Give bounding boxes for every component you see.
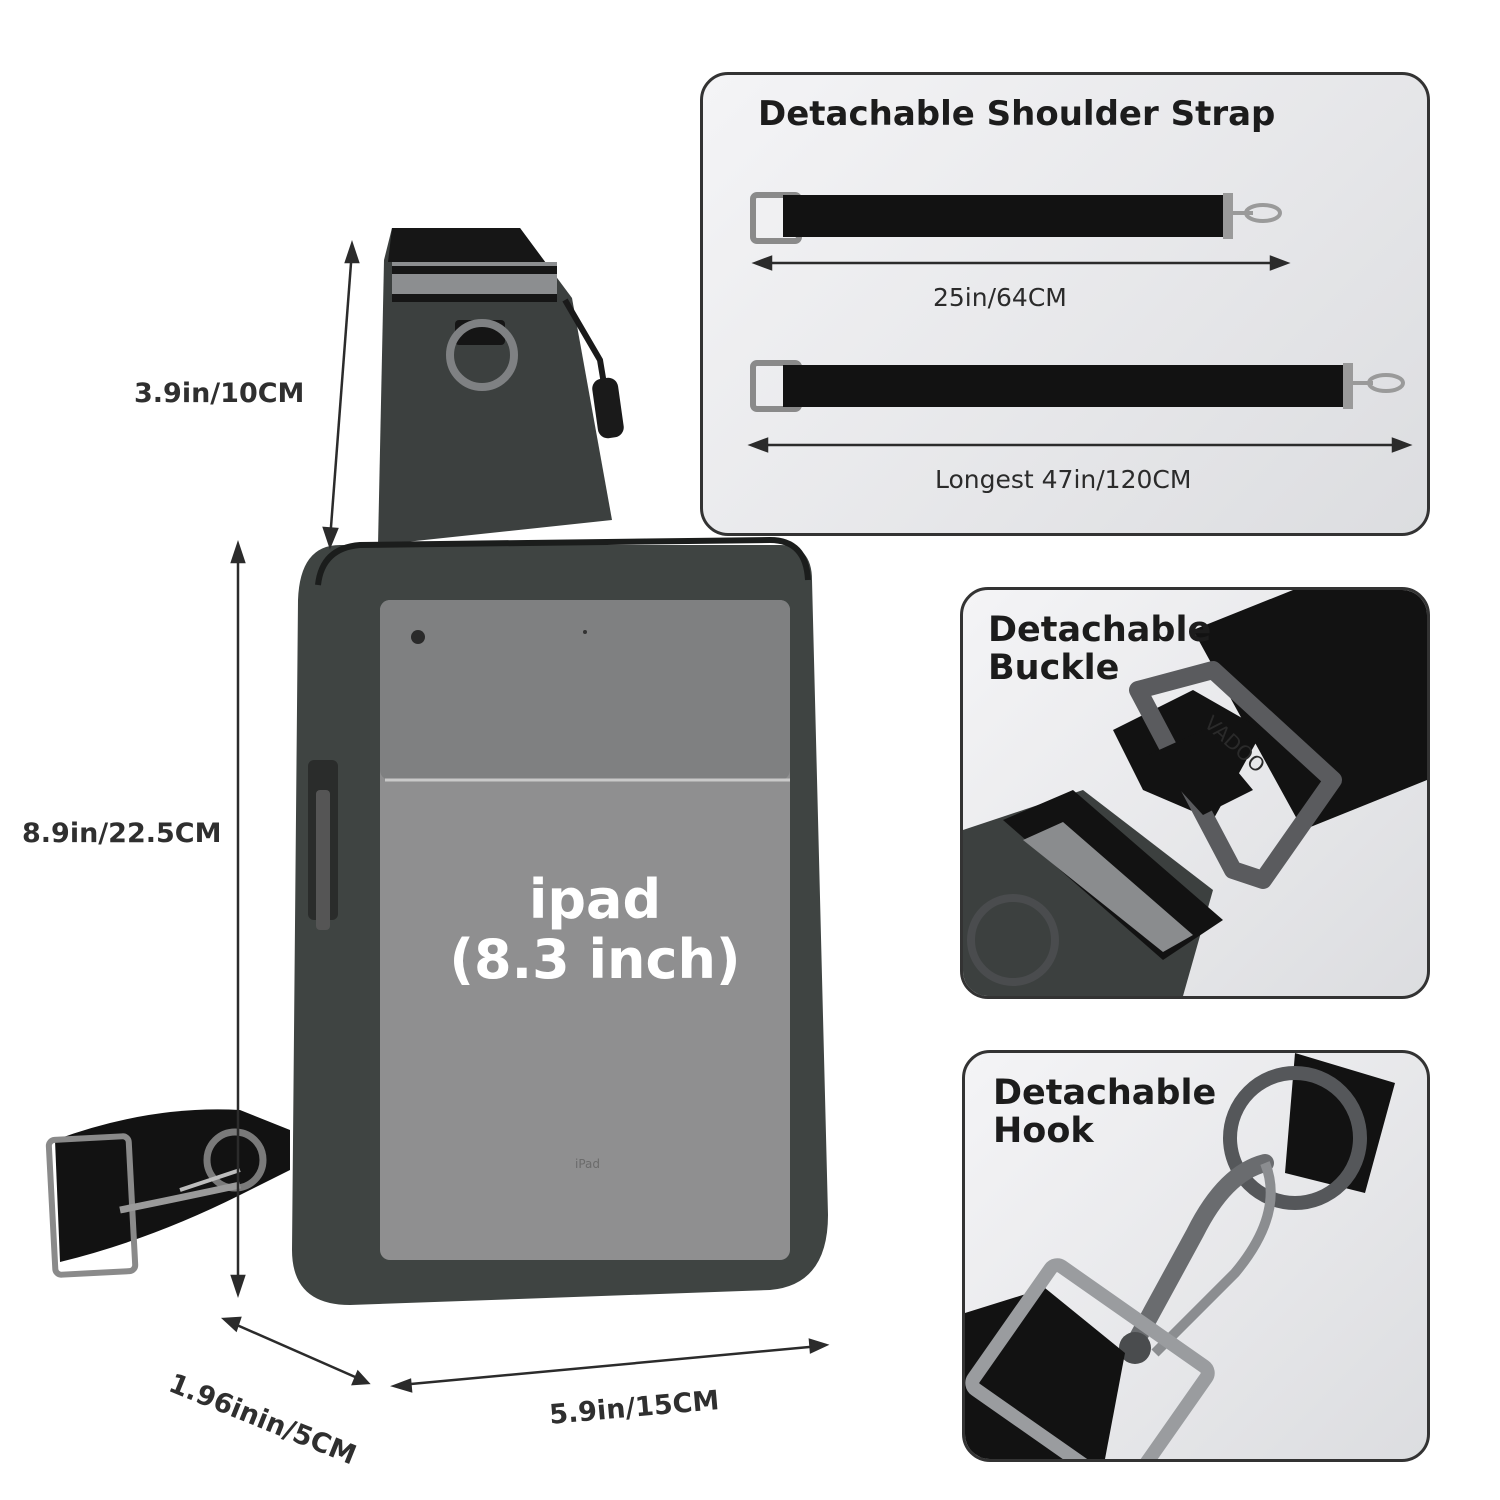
buckle-title-line1: Detachable — [988, 610, 1212, 650]
hook-panel: Detachable Hook — [962, 1050, 1430, 1462]
ipad-pocket — [380, 600, 790, 1260]
short-strap-graphic — [747, 192, 1413, 453]
hook-title-line2: Hook — [993, 1111, 1094, 1151]
shoulder-strap-title: Detachable Shoulder Strap — [758, 94, 1276, 134]
ipad-size-inch: (8.3 inch) — [449, 928, 741, 991]
top-strap — [378, 228, 624, 545]
buckle-title-line2: Buckle — [988, 648, 1120, 688]
dimension-arrows — [220, 240, 830, 1393]
buckle-graphic: VADOO — [963, 590, 1427, 996]
buckle-panel: VADOO Detachable Buckle — [960, 587, 1430, 999]
body-height-label: 8.9in/22.5CM — [22, 818, 222, 849]
long-strap-length: Longest 47in/120CM — [935, 465, 1192, 494]
ipad-device-mark: iPad — [575, 1157, 601, 1171]
short-strap-length: 25in/64CM — [933, 283, 1067, 312]
ipad-size-title: ipad — [528, 868, 662, 931]
side-strap — [45, 1109, 290, 1278]
strap-height-label: 3.9in/10CM — [134, 378, 305, 409]
hook-graphic — [965, 1053, 1395, 1459]
shoulder-strap-panel: Detachable Shoulder Strap 25in/64CM Long… — [700, 72, 1430, 536]
hook-title-line1: Detachable — [993, 1073, 1217, 1113]
